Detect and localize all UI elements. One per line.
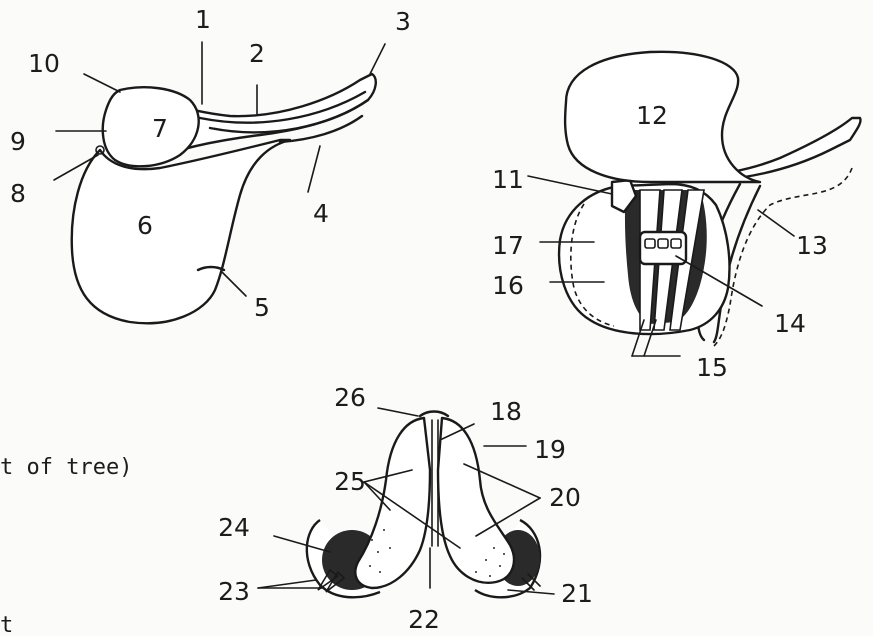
knee-roll bbox=[103, 87, 199, 166]
part-label-17: 17 bbox=[492, 231, 524, 260]
part-label-13: 13 bbox=[796, 231, 828, 260]
part-label-8: 8 bbox=[10, 179, 26, 208]
part-label-19: 19 bbox=[534, 435, 566, 464]
part-label-12: 12 bbox=[636, 101, 668, 130]
part-label-7: 7 bbox=[152, 114, 168, 143]
caption-fragment: t of tree) bbox=[0, 455, 132, 480]
saddle-side-view bbox=[54, 42, 385, 323]
part-label-18: 18 bbox=[490, 397, 522, 426]
part-label-9: 9 bbox=[10, 127, 26, 156]
part-label-16: 16 bbox=[492, 271, 524, 300]
part-label-24: 24 bbox=[218, 513, 250, 542]
part-label-1: 1 bbox=[195, 5, 211, 34]
right-panel bbox=[438, 418, 514, 583]
left-panel bbox=[355, 418, 430, 588]
part-label-3: 3 bbox=[395, 7, 411, 36]
part-label-23: 23 bbox=[218, 577, 250, 606]
part-label-11: 11 bbox=[492, 165, 524, 194]
saddle-flap-raised-view bbox=[528, 52, 861, 356]
part-label-5: 5 bbox=[254, 293, 270, 322]
part-label-14: 14 bbox=[774, 309, 806, 338]
part-label-22: 22 bbox=[408, 605, 440, 634]
part-label-26: 26 bbox=[334, 383, 366, 412]
part-label-25: 25 bbox=[334, 467, 366, 496]
part-label-20: 20 bbox=[549, 483, 581, 512]
part-label-21: 21 bbox=[561, 579, 593, 608]
caption-fragment-bottom: t bbox=[0, 613, 13, 636]
part-label-10: 10 bbox=[28, 49, 60, 78]
part-label-15: 15 bbox=[696, 353, 728, 382]
part-label-2: 2 bbox=[249, 39, 265, 68]
saddle-underside-view bbox=[258, 408, 554, 597]
part-label-6: 6 bbox=[137, 211, 153, 240]
part-label-4: 4 bbox=[313, 199, 329, 228]
